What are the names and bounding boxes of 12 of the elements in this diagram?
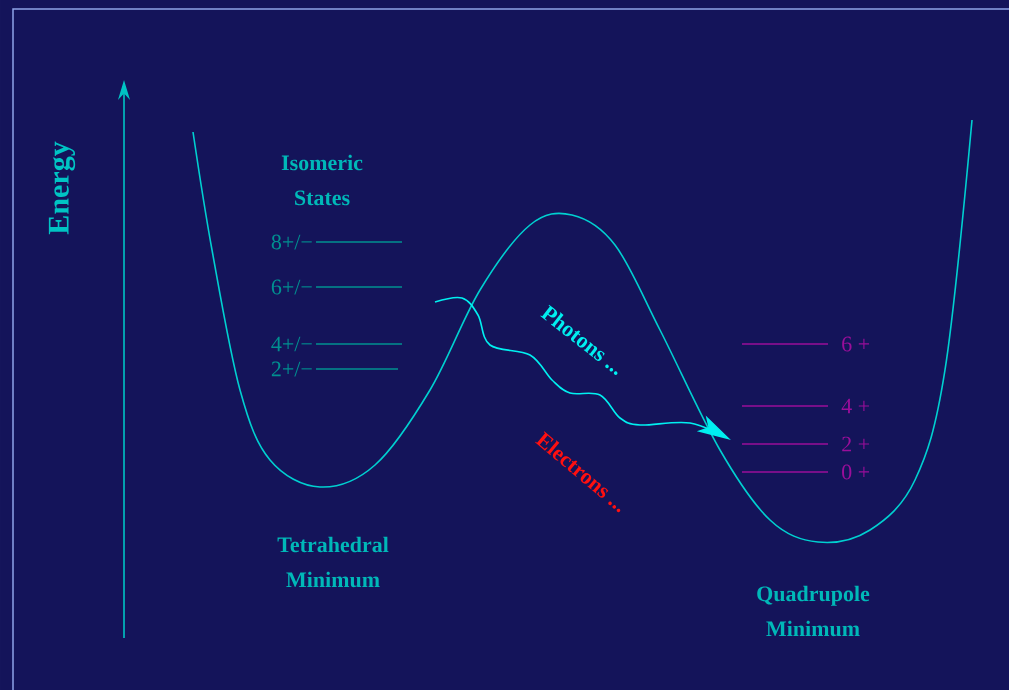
level-label: 2+/−: [271, 361, 312, 377]
level-label: 6+/−: [271, 279, 312, 295]
level-label: 4+/−: [271, 336, 312, 352]
level-label: 4 +: [841, 398, 870, 414]
heading: Isomeric States: [281, 154, 363, 206]
well-label: Tetrahedral Minimum: [277, 536, 389, 588]
level-label: 0 +: [842, 464, 870, 480]
level-label: 2 +: [842, 436, 870, 452]
well-label: Quadrupole Minimum: [757, 585, 870, 637]
level-label: 6 +: [842, 336, 870, 352]
level-label: 8+/−: [271, 234, 312, 250]
axis-label: Energy: [48, 141, 76, 235]
